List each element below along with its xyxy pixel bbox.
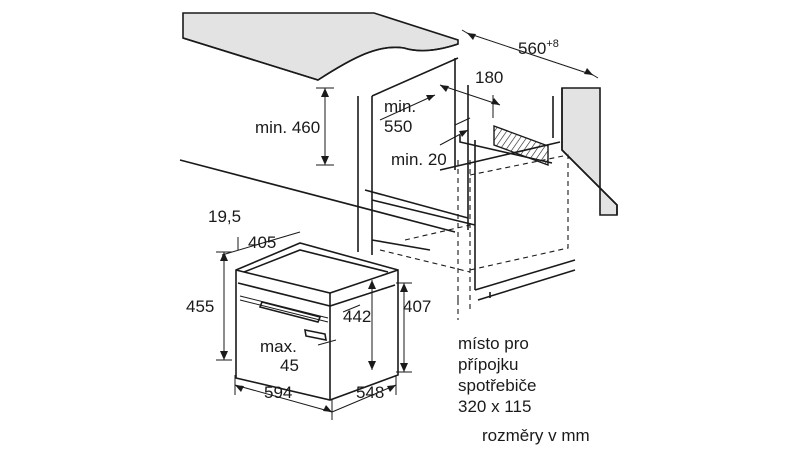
note-line-3: spotřebiče <box>458 376 536 395</box>
label-548: 548 <box>356 383 384 402</box>
label-min-460: min. 460 <box>255 118 320 137</box>
connection-area <box>493 124 549 167</box>
note-line-1: místo pro <box>458 334 529 353</box>
label-max-45-line2: 45 <box>280 356 299 375</box>
right-countertop <box>552 87 618 216</box>
label-max-45-line1: max. <box>260 337 297 356</box>
oven-appliance <box>235 242 399 401</box>
note-line-2: přípojku <box>458 355 518 374</box>
label-455: 455 <box>186 297 214 316</box>
note-line-4: 320 x 115 <box>458 397 531 416</box>
connection-note: místo pro přípojku spotřebiče 320 x 115 <box>458 334 536 416</box>
label-594: 594 <box>264 383 292 402</box>
label-442: 442 <box>343 307 371 326</box>
label-min-550-line2: 550 <box>384 117 412 136</box>
label-min-20: min. 20 <box>391 150 447 169</box>
arrowheads <box>220 33 593 412</box>
units-caption: rozměry v mm <box>482 426 590 445</box>
dimension-lines <box>216 29 599 420</box>
label-19-5: 19,5 <box>208 207 241 226</box>
niche-dashed-outline <box>379 154 569 320</box>
label-405: 405 <box>248 233 276 252</box>
label-180: 180 <box>475 68 503 87</box>
cabinet-frame <box>179 57 576 301</box>
left-countertop <box>182 12 459 81</box>
label-407: 407 <box>403 297 431 316</box>
label-560: 560+8 <box>518 38 559 58</box>
dimension-labels: 560+8 180 min. 460 min. 550 min. 20 19,5… <box>186 38 559 402</box>
label-min-550-line1: min. <box>384 97 416 116</box>
